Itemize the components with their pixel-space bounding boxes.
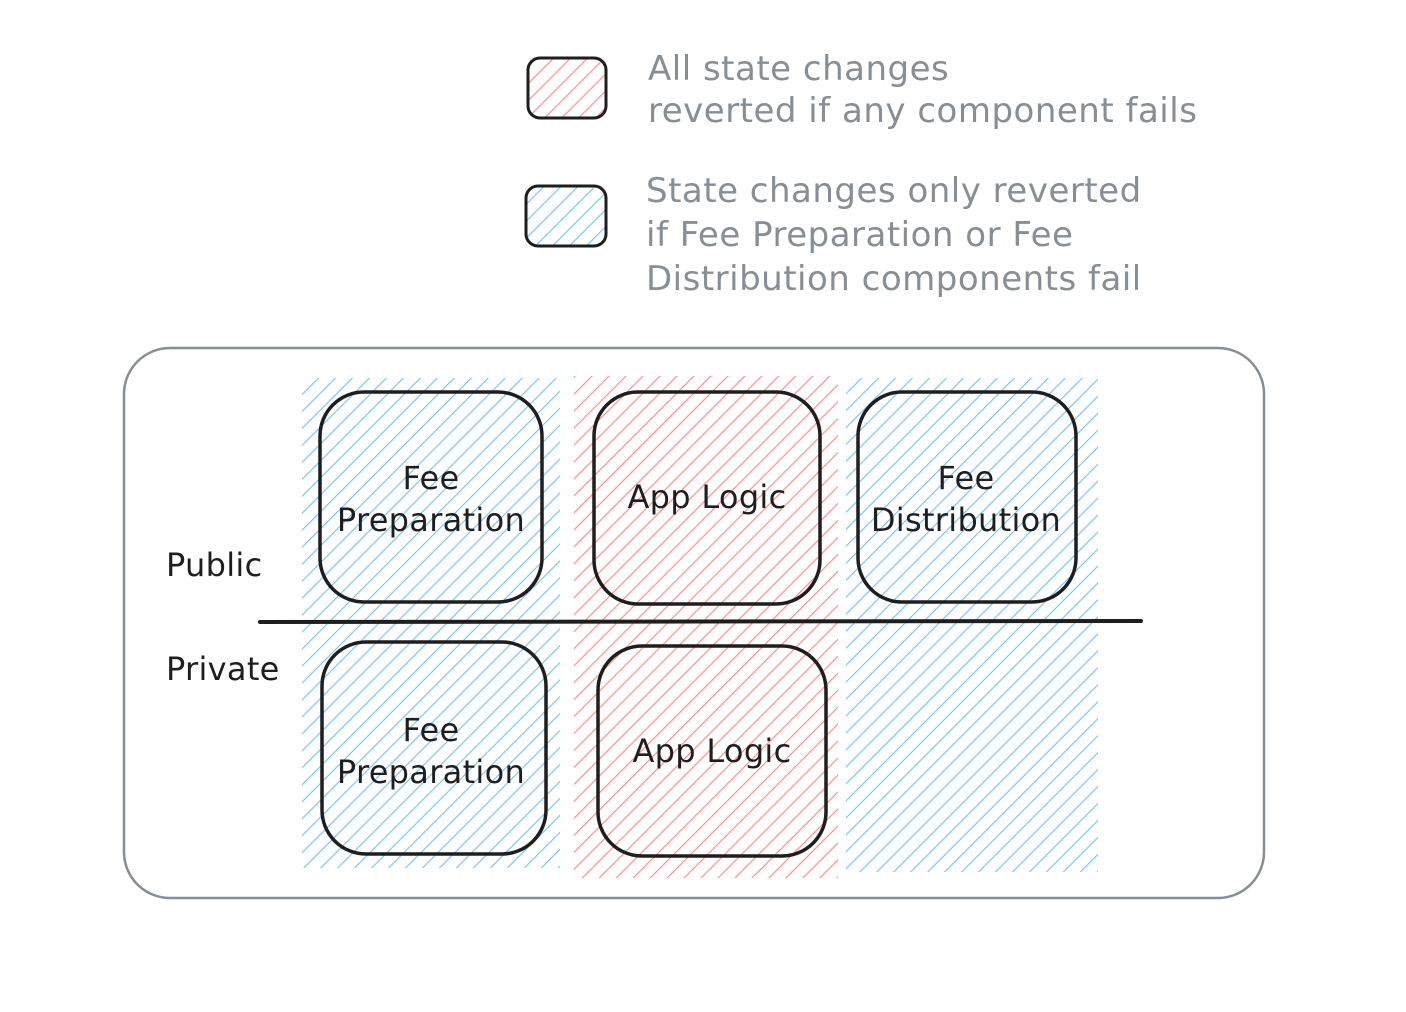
public-fee-distribution-label-line-2: Distribution xyxy=(871,501,1061,539)
legend-text-red-line-2: reverted if any component fails xyxy=(648,91,1197,131)
private-app-logic-box: App Logic xyxy=(596,644,828,858)
public-app-logic-label: App Logic xyxy=(627,478,786,516)
legend-text-blue-line-1: State changes only reverted xyxy=(646,171,1142,211)
legend-text-blue-line-3: Distribution components fail xyxy=(646,259,1142,299)
hatch-column-fee-distribution xyxy=(846,378,1098,872)
hatch-column-app-logic xyxy=(574,376,838,878)
private-fee-preparation-box: Fee Preparation xyxy=(320,640,548,856)
legend-text-red-line-1: All state changes xyxy=(648,49,949,89)
private-phase-label: Private xyxy=(166,650,280,688)
legend-text-blue-line-2: if Fee Preparation or Fee xyxy=(646,215,1073,255)
public-fee-preparation-box: Fee Preparation xyxy=(318,390,544,604)
public-fee-preparation-label-line-1: Fee xyxy=(403,459,460,497)
public-fee-distribution-box: Fee Distribution xyxy=(856,390,1078,604)
private-fee-preparation-label-line-1: Fee xyxy=(403,711,460,749)
private-fee-preparation-label-line-2: Preparation xyxy=(337,753,525,791)
legend-item-fee-reverted: State changes only reverted if Fee Prepa… xyxy=(524,171,1142,299)
legend-swatch-blue xyxy=(524,184,608,248)
column-backgrounds xyxy=(302,376,1098,878)
public-fee-distribution-label-line-1: Fee xyxy=(938,459,995,497)
public-phase-label: Public xyxy=(166,546,263,584)
public-app-logic-box: App Logic xyxy=(592,390,822,606)
legend: All state changes reverted if any compon… xyxy=(524,49,1197,299)
legend-swatch-red xyxy=(526,56,608,120)
public-fee-preparation-label-line-2: Preparation xyxy=(337,501,525,539)
public-private-divider xyxy=(258,619,1143,624)
legend-item-all-reverted: All state changes reverted if any compon… xyxy=(526,49,1197,131)
private-app-logic-label: App Logic xyxy=(632,732,791,770)
